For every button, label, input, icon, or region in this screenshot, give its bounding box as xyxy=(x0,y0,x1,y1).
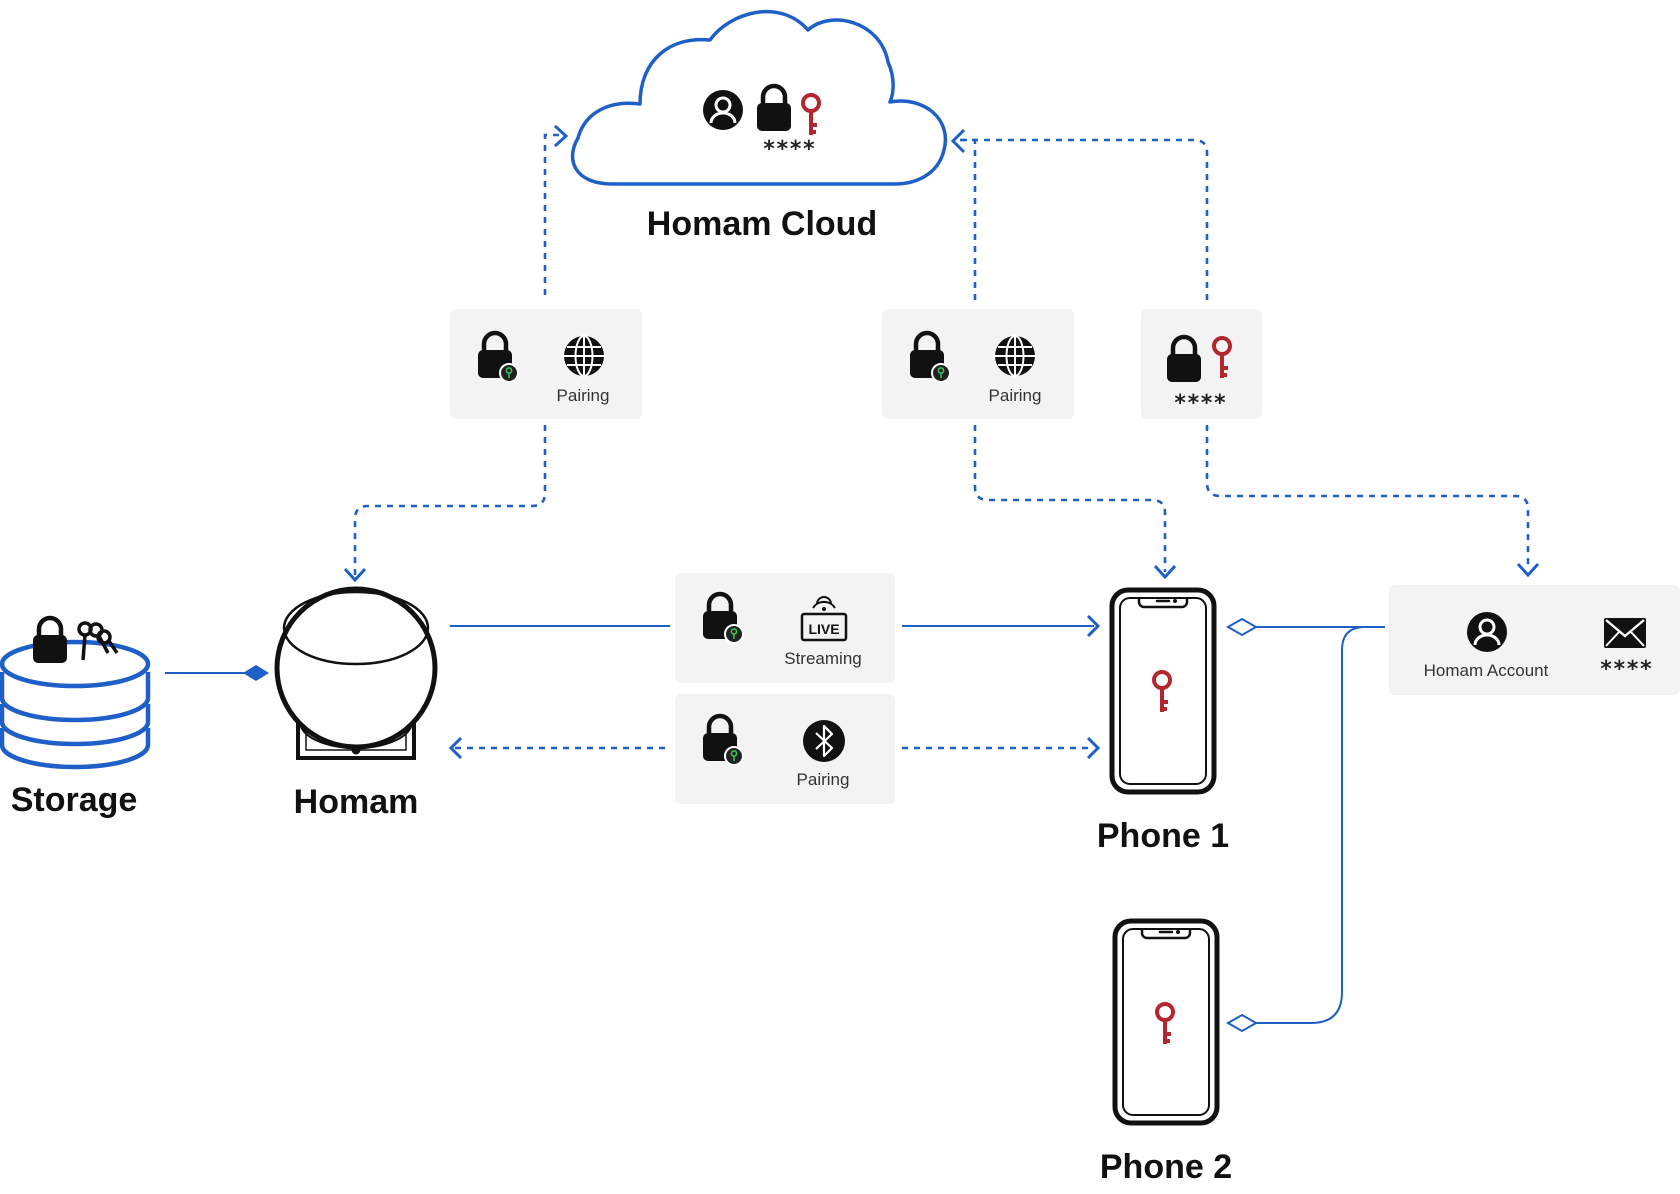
homam-label: Homam xyxy=(294,783,419,821)
phone1-label: Phone 1 xyxy=(1097,817,1229,855)
connector-phone1-cloud-lower xyxy=(973,425,1167,572)
connector-account-phones xyxy=(1241,626,1385,1024)
globe-icon xyxy=(994,335,1036,377)
connector-account-cloud xyxy=(958,138,1209,300)
connector-homam-cloud xyxy=(543,133,562,295)
diamond-phone2 xyxy=(1225,1013,1259,1033)
connector-phone1-cloud xyxy=(958,138,977,300)
live-icon: LIVE xyxy=(800,596,848,642)
cloud-password-mask: **** xyxy=(763,137,816,162)
arrowhead-phone1-top xyxy=(1153,564,1177,580)
box-pairing-mid: Pairing xyxy=(882,309,1074,419)
phone2-node: Phone 2 xyxy=(1100,921,1232,1186)
account-password-mask: **** xyxy=(1600,657,1653,682)
phone1-node: Phone 1 xyxy=(1097,590,1229,855)
credentials-password-mask: **** xyxy=(1174,391,1227,416)
bluetooth-pairing-label: Pairing xyxy=(797,770,850,789)
arrowhead-cloud-left xyxy=(553,124,569,148)
storage-node: Storage xyxy=(0,618,151,819)
database-icon xyxy=(0,639,151,770)
box-bluetooth-pairing: Pairing xyxy=(675,694,895,804)
box-pairing-left: Pairing xyxy=(450,309,642,419)
keys-icon xyxy=(77,621,119,661)
mail-icon xyxy=(1604,618,1646,648)
homam-node: Homam xyxy=(274,586,438,821)
homam-device-icon xyxy=(274,586,438,760)
connectors xyxy=(165,124,1540,1033)
key-icon xyxy=(1155,1002,1175,1046)
box-homam-account: Homam Account **** xyxy=(1389,585,1680,695)
arrowhead-streaming xyxy=(1086,614,1101,638)
cloud-shape xyxy=(570,9,948,186)
account-label: Homam Account xyxy=(1424,661,1549,680)
storage-label: Storage xyxy=(11,781,138,819)
arrowhead-account-top xyxy=(1516,562,1540,578)
arrowhead-cloud-right xyxy=(950,128,966,154)
cloud-node: **** Homam Cloud xyxy=(570,9,948,243)
box-streaming: LIVE Streaming xyxy=(675,573,895,683)
diamond-phone1 xyxy=(1225,617,1259,637)
pairing-label: Pairing xyxy=(989,386,1042,405)
arrowhead-homam-top xyxy=(343,567,367,583)
live-badge: LIVE xyxy=(808,621,839,637)
globe-icon xyxy=(563,335,605,377)
lock-icon xyxy=(33,618,67,663)
connector-account-cloud-lower xyxy=(1205,425,1530,570)
pairing-label: Pairing xyxy=(557,386,610,405)
streaming-label: Streaming xyxy=(784,649,861,668)
box-credentials: **** xyxy=(1141,309,1262,419)
arrowhead-bt-right xyxy=(1086,736,1101,760)
user-icon xyxy=(1465,610,1509,654)
diamond-storage xyxy=(243,665,269,681)
bluetooth-icon xyxy=(803,720,845,762)
cloud-label: Homam Cloud xyxy=(647,205,877,243)
key-icon xyxy=(1152,670,1172,714)
connector-homam-cloud-lower xyxy=(353,425,547,576)
phone2-label: Phone 2 xyxy=(1100,1148,1232,1186)
arrowhead-bt-left xyxy=(448,736,463,760)
user-icon xyxy=(701,88,745,132)
